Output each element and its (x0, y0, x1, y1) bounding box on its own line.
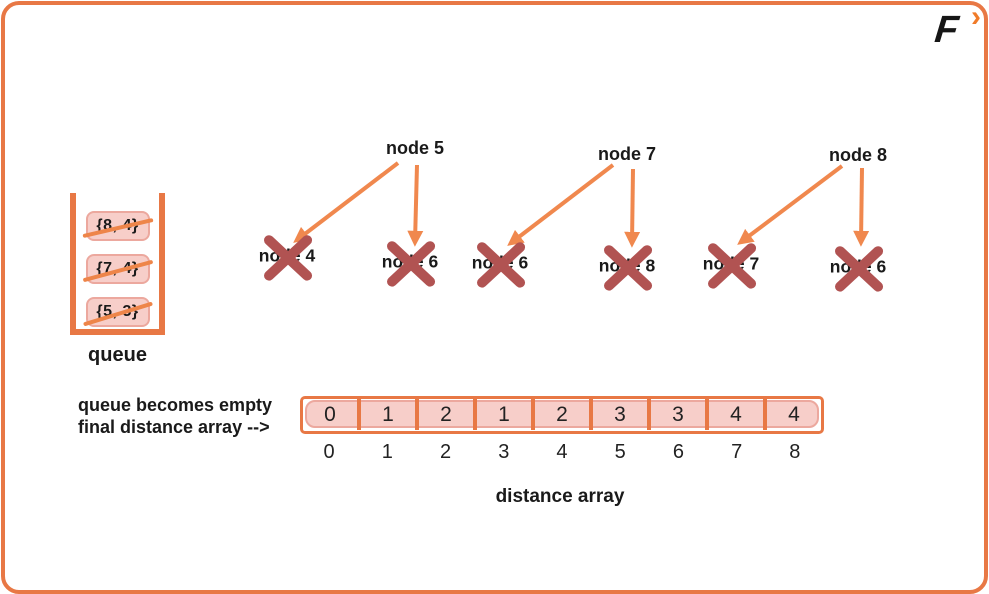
array-index: 2 (439, 441, 452, 463)
caption-block: queue becomes empty final distance array… (78, 394, 272, 438)
queue-item: {7, 4} (82, 254, 153, 284)
brand-logo: F › (929, 2, 987, 54)
array-cell: 2 (531, 399, 589, 430)
array-cell: 4 (763, 399, 821, 430)
cross-x-icon (705, 241, 759, 291)
logo-f-letter: F (932, 9, 959, 51)
crossed-node: node 6 (796, 244, 920, 294)
array-cell: 3 (589, 399, 647, 430)
cross-x-icon (601, 243, 655, 293)
array-index: 7 (731, 441, 743, 463)
cross-x-icon (384, 239, 438, 289)
crossed-node: node 4 (225, 233, 349, 283)
distance-array-background (305, 400, 819, 428)
distance-array: 0 1 2 1 2 3 3 4 4 (300, 396, 824, 434)
queue-item: {5, 3} (82, 297, 153, 327)
arrow-node8-to-node6 (853, 167, 870, 247)
queue-item: {8, 4} (81, 211, 154, 241)
crossed-node: node 8 (565, 243, 689, 293)
logo-chevron-icon: › (971, 0, 981, 33)
source-node-label: node 8 (828, 145, 887, 165)
array-cell: 1 (357, 399, 415, 430)
array-index: 6 (672, 441, 684, 463)
array-cell: 0 (324, 402, 336, 426)
queue-label: queue (88, 344, 147, 366)
cross-x-icon (474, 240, 528, 290)
arrow-node5-to-node6 (407, 164, 424, 247)
arrow-node8-to-node7 (737, 164, 844, 245)
array-cell: 2 (415, 399, 473, 430)
array-cell: 3 (647, 399, 705, 430)
arrow-node5-to-node4 (293, 161, 400, 243)
distance-array-label: distance array (495, 486, 625, 507)
array-index: 4 (556, 441, 568, 463)
source-node-label: node 5 (385, 138, 444, 158)
array-index-row: 0 1 2 3 4 5 6 7 8 (300, 441, 824, 464)
cross-x-icon (261, 233, 315, 283)
arrow-node7-to-node8 (624, 168, 641, 248)
array-cell: 4 (705, 399, 763, 430)
array-index: 0 (323, 441, 335, 463)
cross-x-icon (832, 244, 886, 294)
source-node-label: node 7 (597, 144, 656, 164)
crossed-node: node 6 (348, 239, 472, 289)
crossed-node: node 7 (669, 241, 793, 291)
arrow-node7-to-node6 (507, 163, 615, 246)
queue-container: {8, 4} {7, 4} {5, 3} (70, 193, 165, 335)
array-index: 5 (614, 441, 626, 463)
array-index: 1 (381, 441, 393, 463)
crossed-node: node 6 (438, 240, 562, 290)
array-index: 8 (789, 441, 801, 463)
array-index: 3 (498, 441, 510, 463)
caption-line-1: queue becomes empty (78, 395, 273, 415)
array-cell: 1 (473, 399, 531, 430)
distance-array-cells: 0 1 2 1 2 3 3 4 4 (303, 399, 821, 430)
caption-line-2: final distance array --> (78, 417, 270, 437)
